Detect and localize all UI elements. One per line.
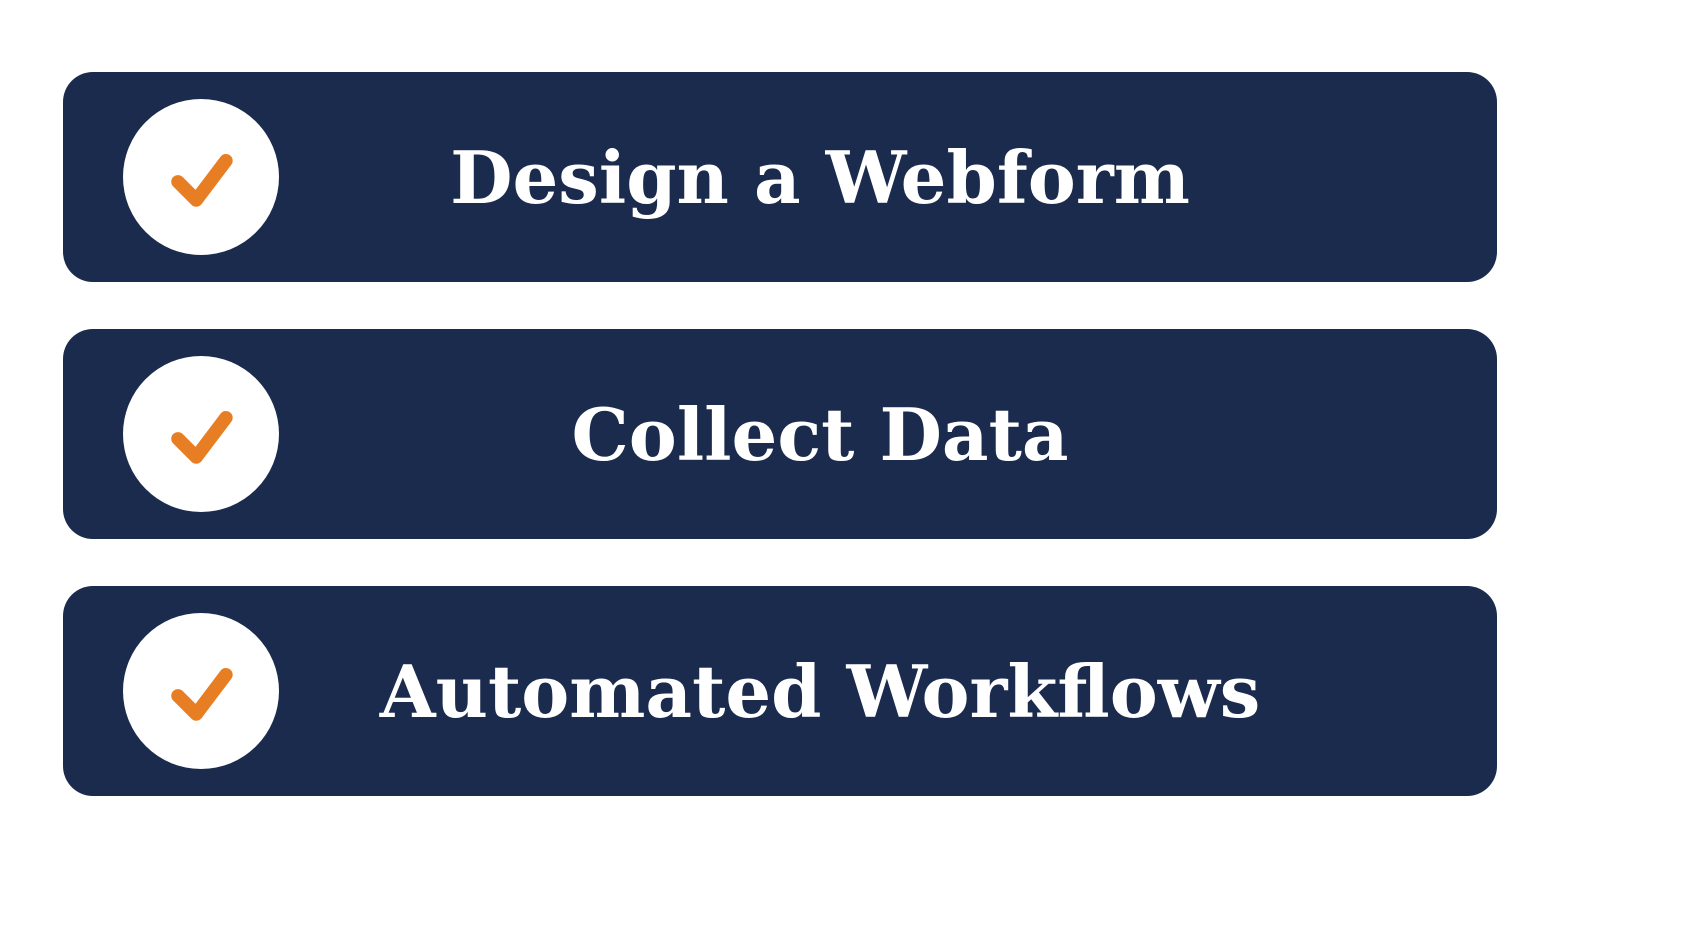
list-item: Design a Webform [63, 72, 1497, 282]
check-icon [171, 153, 233, 207]
checklist-stack: Design a Webform Collect Data Automated … [63, 72, 1497, 796]
check-circle [123, 613, 279, 769]
list-item: Collect Data [63, 329, 1497, 539]
check-icon [171, 410, 233, 464]
list-item-label: Collect Data [571, 391, 1069, 477]
list-item-label: Design a Webform [450, 134, 1190, 220]
check-icon [171, 667, 233, 721]
check-circle [123, 99, 279, 255]
check-circle [123, 356, 279, 512]
list-item-label: Automated Workflows [379, 648, 1261, 734]
list-item: Automated Workflows [63, 586, 1497, 796]
